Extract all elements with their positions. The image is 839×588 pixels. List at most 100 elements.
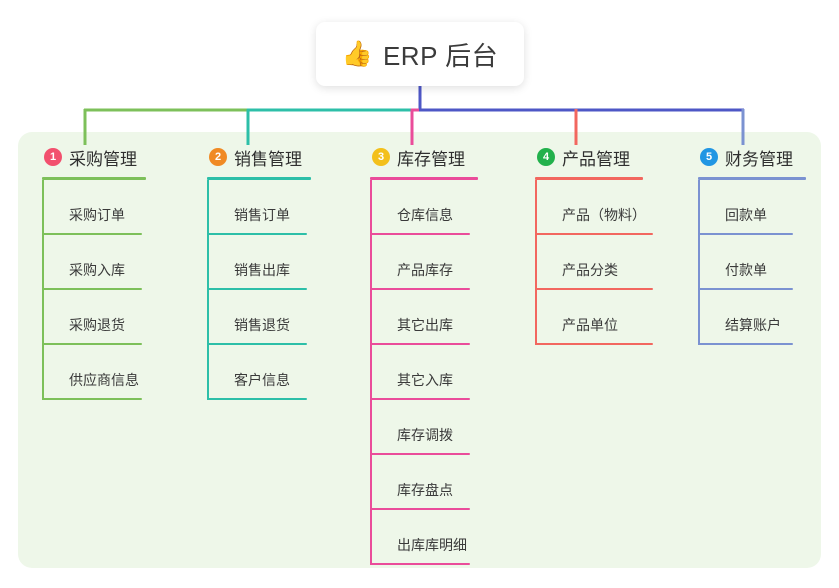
branch-item-label: 产品库存	[397, 262, 453, 278]
branch-spine	[42, 180, 44, 400]
branch-underline	[207, 177, 311, 180]
branch-item-underline	[370, 508, 470, 510]
branch-item[interactable]: 供应商信息	[42, 345, 146, 400]
branch-item-underline	[370, 563, 470, 565]
branch-item[interactable]: 采购退货	[42, 290, 146, 345]
branch-item[interactable]: 回款单	[698, 180, 806, 235]
branch-column: 2 销售管理销售订单销售出库销售退货客户信息	[207, 145, 311, 400]
branch-item-underline	[370, 288, 470, 290]
branch-item-underline	[698, 233, 793, 235]
branch-item-label: 采购退货	[69, 317, 125, 333]
branch-item[interactable]: 产品单位	[535, 290, 653, 345]
branch-item-underline	[370, 453, 470, 455]
branch-item-underline	[42, 343, 142, 345]
branch-item-label: 采购订单	[69, 207, 125, 223]
branch-item[interactable]: 结算账户	[698, 290, 806, 345]
branch-item[interactable]: 产品分类	[535, 235, 653, 290]
branch-item[interactable]: 其它入库	[370, 345, 478, 400]
branch-item-label: 其它出库	[397, 317, 453, 333]
branch-item-list: 销售订单销售出库销售退货客户信息	[207, 180, 311, 400]
page-title: ERP 后台	[382, 40, 499, 71]
branch-item-underline	[535, 233, 653, 235]
branch-item[interactable]: 库存调拨	[370, 400, 478, 455]
branch-item[interactable]: 付款单	[698, 235, 806, 290]
branch-underline	[535, 177, 643, 180]
branch-item-underline	[207, 288, 307, 290]
branch-title: 库存管理	[397, 149, 465, 169]
branch-spine	[535, 180, 537, 345]
branch-item-underline	[42, 288, 142, 290]
branch-item-label: 销售出库	[234, 262, 290, 278]
branch-number-badge: 5	[700, 148, 718, 166]
branch-item-label: 付款单	[725, 262, 767, 278]
branch-item[interactable]: 产品库存	[370, 235, 478, 290]
branch-item-underline	[535, 343, 653, 345]
branch-header[interactable]: 4 产品管理	[535, 145, 643, 169]
branch-item-underline	[207, 398, 307, 400]
branch-item-list: 仓库信息产品库存其它出库其它入库库存调拨库存盘点出库库明细	[370, 180, 478, 565]
branch-item[interactable]: 库存盘点	[370, 455, 478, 510]
branch-item-underline	[370, 398, 470, 400]
branch-item-label: 结算账户	[725, 317, 781, 333]
branch-title: 采购管理	[69, 149, 137, 169]
branch-underline	[698, 177, 806, 180]
branch-item-label: 库存调拨	[397, 427, 453, 443]
branch-item[interactable]: 销售出库	[207, 235, 311, 290]
branch-title: 产品管理	[562, 149, 630, 169]
branch-column: 3 库存管理仓库信息产品库存其它出库其它入库库存调拨库存盘点出库库明细	[370, 145, 478, 565]
branch-item-label: 其它入库	[397, 372, 453, 388]
branch-item[interactable]: 销售订单	[207, 180, 311, 235]
branch-item-label: 库存盘点	[397, 482, 453, 498]
branch-number-badge: 1	[44, 148, 62, 166]
branch-column: 4 产品管理产品（物料） 产品分类产品单位	[535, 145, 653, 345]
branch-underline	[370, 177, 478, 180]
branch-title: 销售管理	[234, 149, 302, 169]
branch-item[interactable]: 采购订单	[42, 180, 146, 235]
branch-item-underline	[207, 343, 307, 345]
branch-item-underline	[207, 233, 307, 235]
branch-number-badge: 2	[209, 148, 227, 166]
branch-header[interactable]: 5 财务管理	[698, 145, 806, 169]
branch-item[interactable]: 产品（物料）	[535, 180, 653, 235]
branch-item-underline	[370, 233, 470, 235]
branch-header[interactable]: 2 销售管理	[207, 145, 311, 169]
branch-item-label: 销售退货	[234, 317, 290, 333]
branch-item-label: 出库库明细	[397, 537, 467, 553]
branch-item-label: 采购入库	[69, 262, 125, 278]
root-title-card[interactable]: 👍 ERP 后台	[316, 22, 524, 86]
branch-item-label: 产品单位	[562, 317, 618, 333]
branch-header[interactable]: 1 采购管理	[42, 145, 146, 169]
branch-item-underline	[42, 233, 142, 235]
branch-spine	[370, 180, 372, 565]
branch-number-badge: 4	[537, 148, 555, 166]
branch-item-list: 回款单付款单结算账户	[698, 180, 806, 345]
branch-column: 5 财务管理回款单付款单结算账户	[698, 145, 806, 345]
branch-item-list: 产品（物料） 产品分类产品单位	[535, 180, 653, 345]
branch-item-label: 产品分类	[562, 262, 618, 278]
branch-item-underline	[42, 398, 142, 400]
branch-item-underline	[370, 343, 470, 345]
branch-item-underline	[535, 288, 653, 290]
branch-item-list: 采购订单采购入库采购退货供应商信息	[42, 180, 146, 400]
branch-spine	[698, 180, 700, 345]
branch-spine	[207, 180, 209, 400]
branch-item-underline	[698, 343, 793, 345]
diagram-background-panel	[18, 132, 821, 568]
branch-number-badge: 3	[372, 148, 390, 166]
branch-underline	[42, 177, 146, 180]
branch-item-underline	[698, 288, 793, 290]
branch-item[interactable]: 采购入库	[42, 235, 146, 290]
branch-title: 财务管理	[725, 149, 793, 169]
branch-item-label: 产品（物料）	[562, 207, 646, 223]
branch-item-label: 回款单	[725, 207, 767, 223]
branch-item[interactable]: 其它出库	[370, 290, 478, 345]
branch-item[interactable]: 仓库信息	[370, 180, 478, 235]
branch-item-label: 销售订单	[234, 207, 290, 223]
branch-item-label: 客户信息	[234, 372, 290, 388]
branch-item[interactable]: 销售退货	[207, 290, 311, 345]
branch-item[interactable]: 客户信息	[207, 345, 311, 400]
branch-item[interactable]: 出库库明细	[370, 510, 478, 565]
branch-item-label: 供应商信息	[69, 372, 139, 388]
branch-header[interactable]: 3 库存管理	[370, 145, 478, 169]
